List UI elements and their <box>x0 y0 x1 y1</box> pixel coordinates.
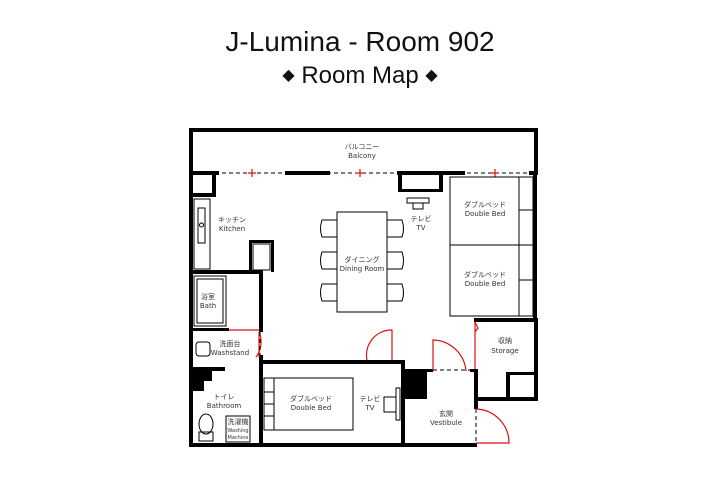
washing-label-jp: 洗濯機 <box>228 417 249 426</box>
fridge <box>252 243 271 271</box>
diamond-icon: ◆ <box>282 67 295 84</box>
tv-label: TV <box>364 404 374 412</box>
bed-label-jp: ダブルベッド <box>464 200 506 209</box>
wall <box>189 443 477 447</box>
bed-label: Double Bed <box>291 404 332 412</box>
storage-label: Storage <box>491 347 518 355</box>
toilet-icon <box>198 413 214 435</box>
entrance-door <box>475 408 510 444</box>
diamond-icon: ◆ <box>425 67 438 84</box>
vestibule-label-jp: 玄関 <box>439 409 453 418</box>
washing-machine <box>225 415 251 443</box>
bath-label: Bath <box>200 302 216 310</box>
dining-label-jp: ダイニング <box>345 255 380 264</box>
tv-label: TV <box>415 224 425 232</box>
wall <box>534 128 538 174</box>
subtitle-text: Room Map <box>301 62 419 89</box>
page-subtitle: ◆ Room Map ◆ <box>0 62 720 90</box>
tv-label-jp: テレビ <box>411 214 432 223</box>
door-vestibule <box>432 339 467 372</box>
tv-icon <box>383 387 401 421</box>
toilet-label-jp: トイレ <box>214 393 235 401</box>
bathtub <box>193 275 227 327</box>
washstand-label: Washstand <box>211 349 249 357</box>
toilet-label: Bathroom <box>207 402 242 410</box>
door-bedroom <box>365 329 393 361</box>
washing-label: Washing <box>227 428 248 434</box>
kitchen-label-jp: キッチン <box>218 216 246 224</box>
page-title: J-Lumina - Room 902 <box>225 26 495 57</box>
kitchen-label: Kitchen <box>219 225 245 233</box>
dining-label: Dining Room <box>340 265 385 273</box>
wall <box>189 128 193 447</box>
balcony-label-jp: バルコニー <box>345 143 380 151</box>
bed-label: Double Bed <box>465 280 506 288</box>
sink-icon <box>197 207 206 244</box>
bath-label-jp: 浴室 <box>201 292 215 301</box>
balcony-label: Balcony <box>348 152 376 160</box>
kitchen-counter <box>193 198 211 270</box>
bed-label-jp: ダブルベッド <box>290 394 332 403</box>
vestibule-label: Vestibule <box>430 419 462 427</box>
door-storage <box>474 321 479 372</box>
washing-label: Machine <box>228 435 249 441</box>
window-marker <box>248 169 499 177</box>
bed-label: Double Bed <box>465 210 506 218</box>
storage-label-jp: 収納 <box>498 336 512 345</box>
washbasin <box>195 341 211 357</box>
wall <box>189 128 538 132</box>
tv-icon <box>406 197 430 210</box>
chair-icons <box>320 219 404 302</box>
washstand-label-jp: 洗面台 <box>220 339 241 348</box>
bed-label-jp: ダブルベッド <box>464 270 506 279</box>
tv-label-jp: テレビ <box>360 394 381 403</box>
